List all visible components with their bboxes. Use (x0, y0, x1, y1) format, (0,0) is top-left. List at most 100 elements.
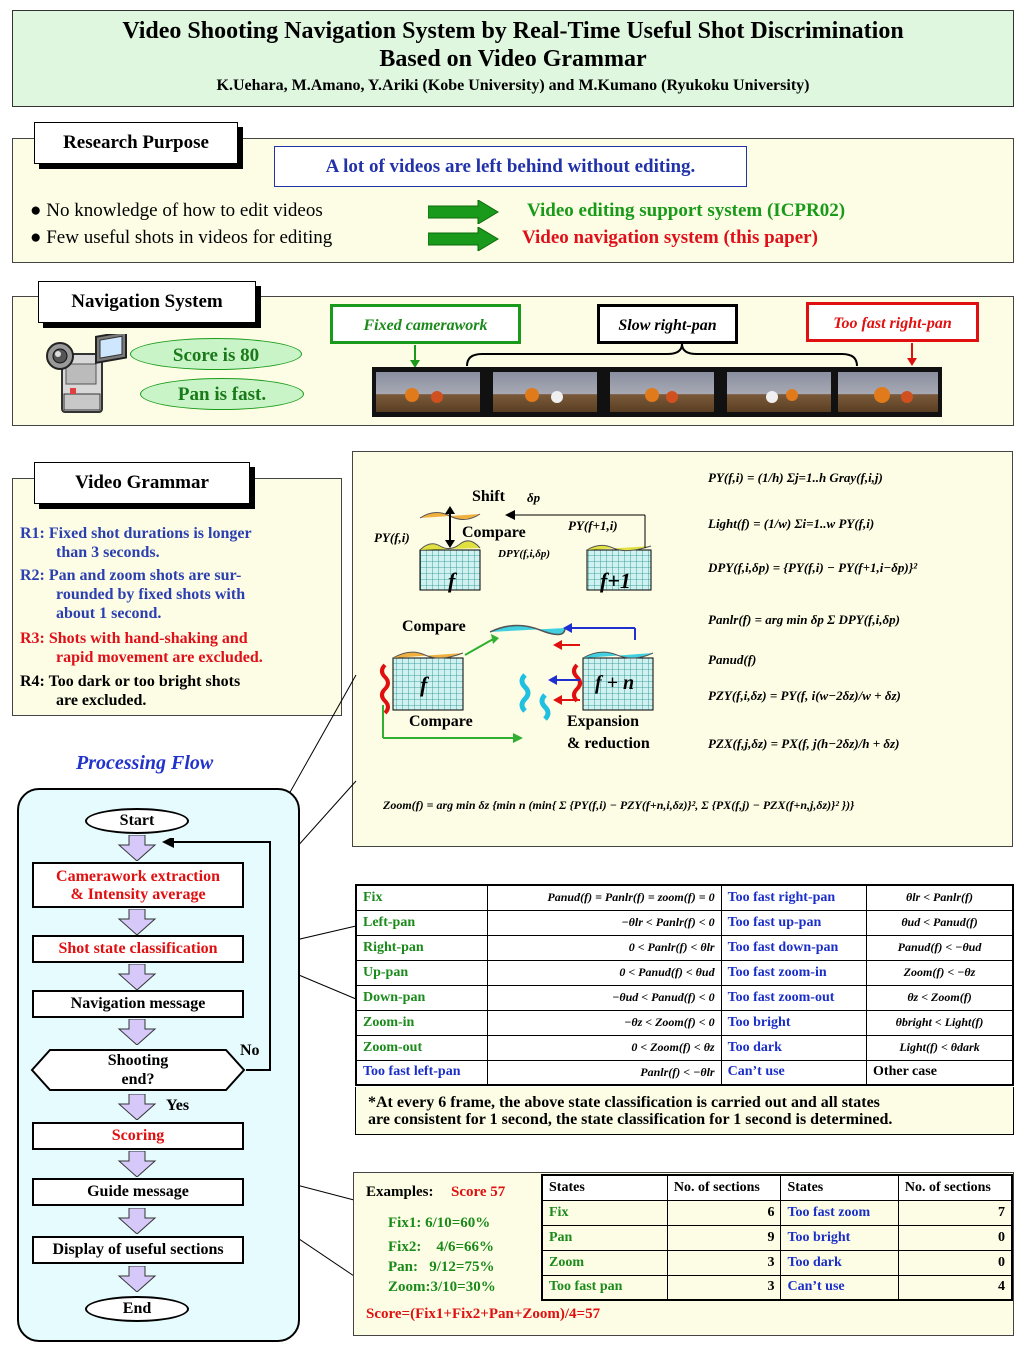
examples-table: States No. of sections States No. of sec… (541, 1174, 1013, 1301)
state-condition: Panud(f) = Panlr(f) = zoom(f) = 0 (486, 884, 722, 911)
column-header: States (541, 1174, 668, 1201)
down-arrow-icon (117, 1151, 157, 1177)
state-condition: Zoom(f) < −θz (866, 959, 1014, 986)
diagram-frame-f: f (448, 568, 456, 593)
problem-2: ● Few useful shots in videos for editing (30, 227, 333, 248)
flow-step1-line1: Camerawork extraction (56, 868, 220, 885)
rule-r1: R1: Fixed shot durations is longer than … (20, 524, 338, 562)
rule-r4: R4: Too dark or too bright shots are exc… (20, 672, 338, 710)
rule-r2: R2: Pan and zoom shots are sur- rounded … (20, 566, 338, 623)
flow-navigation-message: Navigation message (32, 990, 244, 1018)
section-count: 9 (666, 1224, 782, 1251)
state-name: Too dark (720, 1034, 868, 1061)
poster-title-line2: Based on Video Grammar (379, 46, 647, 72)
diagram-dpy: DPY(f,i,δp) (498, 548, 551, 560)
state-name: Down-pan (355, 984, 488, 1011)
filmstrip (372, 367, 942, 417)
state-name: Too fast zoom (780, 1199, 899, 1226)
diagram-frame-fn: f + n (595, 672, 635, 694)
formula-panud: Panud(f) (708, 652, 757, 667)
state-name: Too fast pan (541, 1274, 668, 1301)
processing-flow-title: Processing Flow (76, 752, 214, 774)
table-row: Zoom-in −θz < Zoom(f) < 0 Too bright θbr… (355, 1009, 1014, 1036)
rule-r3-line2: rapid movement are excluded. (56, 649, 263, 666)
state-note-line1: *At every 6 frame, the above state class… (368, 1094, 880, 1111)
rule-r1-line2: than 3 seconds. (56, 544, 160, 561)
state-name: Too fast up-pan (720, 909, 868, 936)
diagram-py-fi: PY(f,i) (374, 530, 410, 545)
formula-zoom: Zoom(f) = arg min δz {min n (min{ Σ {PY(… (383, 798, 855, 812)
state-name: Too bright (720, 1009, 868, 1036)
green-arrow-icon (428, 200, 499, 224)
column-header: States (780, 1174, 899, 1201)
table-row: Too fast pan 3 Can’t use 4 (541, 1274, 1013, 1301)
state-name: Too fast zoom-in (720, 959, 868, 986)
poster-authors: K.Uehara, M.Amano, Y.Ariki (Kobe Univers… (216, 77, 810, 94)
rule-r1-line1: R1: Fixed shot durations is longer (20, 525, 252, 542)
diagram-compare-1: Compare (462, 524, 526, 541)
formula-py: PY(f,i) = (1/h) Σj=1..h Gray(f,i,j) (708, 470, 883, 485)
section-count: 0 (897, 1224, 1013, 1251)
problem-1: ● No knowledge of how to edit videos (30, 200, 323, 221)
flow-guide-message: Guide message (32, 1178, 244, 1206)
state-name: Too dark (780, 1249, 899, 1276)
video-grammar-tab: Video Grammar (34, 462, 250, 504)
table-header-row: States No. of sections States No. of sec… (541, 1174, 1013, 1201)
table-row: Left-pan −θlr < Panlr(f) < 0 Too fast up… (355, 909, 1014, 936)
flow-start: Start (85, 808, 189, 834)
table-row: Pan 9 Too bright 0 (541, 1224, 1013, 1251)
state-condition: 0 < Panud(f) < θud (486, 959, 722, 986)
flow-yes-label: Yes (166, 1097, 190, 1114)
score-bubble: Score is 80 (130, 338, 302, 370)
formula-pzy: PZY(f,i,δz) = PY(f, i(w−2δz)/w + δz) (708, 688, 901, 703)
flow-scoring: Scoring (32, 1122, 244, 1150)
rule-r2-line2: rounded by fixed shots with (56, 586, 246, 603)
state-name: Fix (541, 1199, 668, 1226)
down-arrow-icon (117, 1094, 157, 1120)
down-arrow-icon (117, 1266, 157, 1292)
rule-r2-line3: about 1 second. (56, 605, 162, 622)
state-name: Too fast left-pan (355, 1059, 488, 1086)
flow-decision-line2: end? (121, 1071, 155, 1088)
state-name: Up-pan (355, 959, 488, 986)
flow-decision-shape (30, 1049, 246, 1091)
diagram-frame-f2: f (420, 672, 428, 697)
poster-header: Video Shooting Navigation System by Real… (12, 10, 1014, 107)
table-row: Fix Panud(f) = Panlr(f) = zoom(f) = 0 To… (355, 884, 1014, 911)
state-name: Can’t use (780, 1274, 899, 1301)
flow-camerawork-extraction: Camerawork extraction & Intensity averag… (32, 862, 244, 908)
flow-no-label: No (240, 1042, 260, 1059)
examples-label: Examples: (366, 1184, 434, 1200)
state-name: Fix (355, 884, 488, 911)
research-purpose-banner: A lot of videos are left behind without … (274, 146, 747, 187)
diagram-compare-2: Compare (402, 618, 466, 635)
flow-decision-line1: Shooting (107, 1052, 169, 1069)
rule-r3-line1: R3: Shots with hand-shaking and (20, 630, 248, 647)
flow-display-useful-sections: Display of useful sections (32, 1236, 244, 1264)
state-condition: θz < Zoom(f) (866, 984, 1014, 1011)
diagram-expansion-1: Expansion (567, 713, 640, 730)
diagram-frame-f1: f+1 (600, 568, 631, 593)
table-row: Fix 6 Too fast zoom 7 (541, 1199, 1013, 1226)
table-row: Down-pan −θud < Panud(f) < 0 Too fast zo… (355, 984, 1014, 1011)
state-condition: θbright < Light(f) (866, 1009, 1014, 1036)
video-camera-icon (46, 334, 127, 413)
state-name: Can’t use (720, 1059, 868, 1086)
rule-r2-line1: R2: Pan and zoom shots are sur- (20, 567, 242, 584)
state-condition: −θz < Zoom(f) < 0 (486, 1009, 722, 1036)
state-condition: Panud(f) < −θud (866, 934, 1014, 961)
state-condition: Other case (866, 1059, 1014, 1086)
section-count: 0 (897, 1249, 1013, 1276)
state-condition: Panlr(f) < −θlr (486, 1059, 722, 1086)
formula-panlr: Panlr(f) = arg min δp Σ DPY(f,i,δp) (708, 612, 900, 627)
filmstrip-frames (376, 372, 938, 412)
examples-score: Score 57 (451, 1184, 506, 1200)
state-condition: 0 < Panlr(f) < θlr (486, 934, 722, 961)
section-count: 6 (666, 1199, 782, 1226)
camerawork-diagram (380, 506, 654, 743)
table-row: Right-pan 0 < Panlr(f) < θlr Too fast do… (355, 934, 1014, 961)
slow-right-pan-label: Slow right-pan (597, 304, 738, 344)
diagram-delta-p: δp (527, 490, 541, 505)
section-count: 3 (666, 1274, 782, 1301)
rule-r4-line1: R4: Too dark or too bright shots (20, 673, 241, 690)
